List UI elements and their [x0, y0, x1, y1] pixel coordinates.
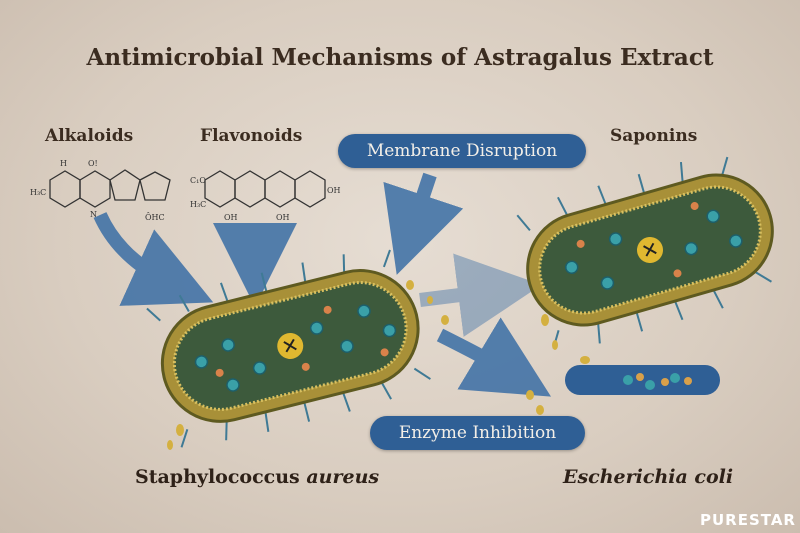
arrow-to-fragment — [436, 317, 552, 397]
purestar-logo: PURESTAR — [699, 511, 796, 529]
atom-label: OH — [224, 213, 238, 222]
flavonoid-structure — [204, 170, 326, 208]
atom-label: OH — [327, 186, 341, 195]
page-title: Antimicrobial Mechanisms of Astragalus E… — [86, 44, 714, 71]
atom-label: N — [90, 210, 97, 219]
atom-label: C₁O — [190, 176, 206, 185]
atom-label: ÔHC — [145, 213, 165, 222]
inhibition-x-icon: ✕ — [639, 236, 662, 264]
epithet: aureus — [306, 466, 380, 488]
atom-label: H₃C — [30, 188, 46, 197]
staphylococcus-bacterium: ✕ — [146, 249, 431, 448]
lysed-cell-fragment — [565, 365, 720, 395]
enzyme-inhibition-label: Enzyme Inhibition — [370, 416, 585, 450]
label-flavonoids: Flavonoids — [200, 126, 303, 146]
membrane-disruption-label: Membrane Disruption — [338, 134, 586, 168]
species-label-staphylococcus: Staphylococcus aureus — [135, 466, 379, 488]
arrow-to-ecoli — [419, 253, 542, 337]
inhibition-x-icon: ✕ — [279, 332, 301, 359]
genus: Staphylococcus — [135, 466, 300, 488]
atom-label: OH — [276, 213, 290, 222]
label-saponins: Saponins — [610, 126, 698, 146]
species-label-ecoli: Escherichia coli — [563, 466, 734, 488]
atom-label: H₃C — [190, 200, 206, 209]
leaking-droplets — [167, 280, 590, 450]
arrow-alkaloids — [93, 212, 214, 306]
alkaloid-structure — [49, 169, 171, 208]
label-alkaloids: Alkaloids — [45, 126, 134, 146]
atom-label: H — [60, 159, 67, 168]
ecoli-bacterium: ✕ — [516, 156, 774, 349]
atom-label: O! — [88, 159, 98, 168]
arrow-membrane — [383, 172, 464, 275]
